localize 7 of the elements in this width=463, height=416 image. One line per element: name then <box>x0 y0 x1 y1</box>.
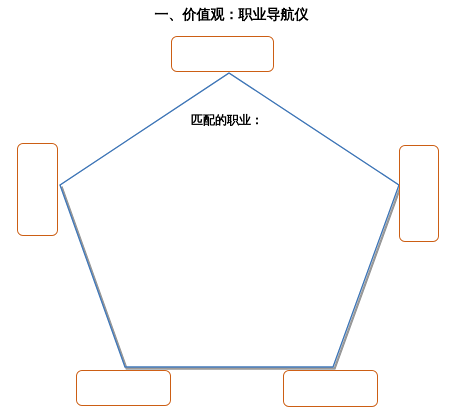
answer-box <box>399 145 439 242</box>
title: 一、价值观：职业导航仪 <box>154 6 310 25</box>
answer-box <box>283 370 378 407</box>
node-label: 匹配的职业： <box>191 112 263 128</box>
answer-box <box>171 36 274 72</box>
answer-box <box>17 143 58 236</box>
answer-box <box>76 370 171 406</box>
